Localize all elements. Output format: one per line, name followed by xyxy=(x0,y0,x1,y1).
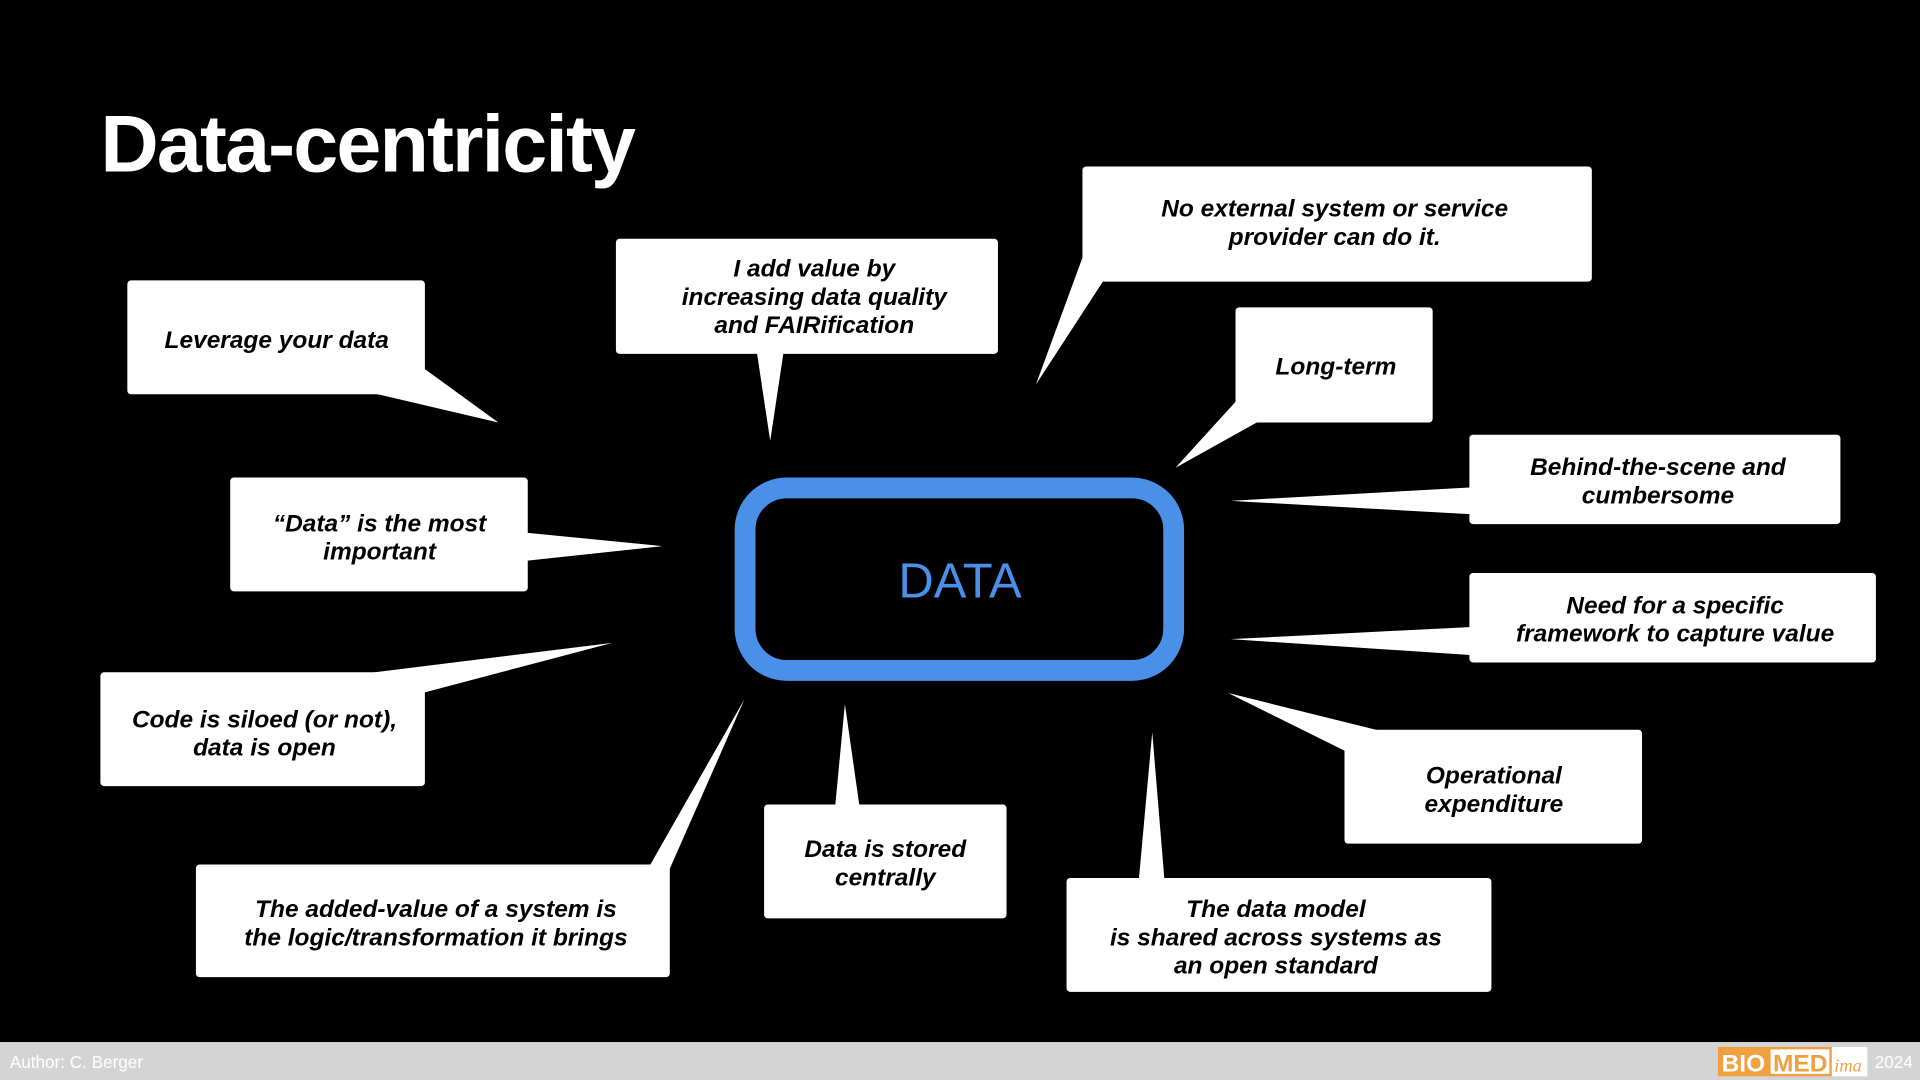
callout-shared-data-model: The data model is shared across systems … xyxy=(1066,732,1492,992)
callout-box xyxy=(1344,729,1643,844)
callout-text: The data model xyxy=(1186,896,1367,923)
callout-text: Data is stored xyxy=(804,836,967,863)
callout-tail xyxy=(1138,732,1165,881)
callout-behind-the-scene: Behind-the-scene and cumbersome xyxy=(1230,434,1841,525)
callout-text: No external system or service xyxy=(1161,196,1508,223)
callout-box xyxy=(764,804,1007,919)
slide-title: Data-centricity xyxy=(100,99,636,189)
callout-text: Behind-the-scene and xyxy=(1530,454,1787,481)
callout-data-most-important: “Data” is the most important xyxy=(230,477,663,592)
callout-tail xyxy=(525,532,663,561)
callout-box xyxy=(1066,877,1492,992)
callout-code-siloed: Code is siloed (or not), data is open xyxy=(100,642,613,787)
callout-box xyxy=(127,280,425,395)
callout-text: framework to capture value xyxy=(1516,621,1834,648)
callout-tail xyxy=(1035,251,1105,385)
callout-text: an open standard xyxy=(1174,952,1379,979)
callout-tail xyxy=(1230,487,1472,515)
callout-leverage-your-data: Leverage your data xyxy=(127,280,499,423)
footer-author: Author: C. Berger xyxy=(10,1052,144,1072)
callout-text: is shared across systems as xyxy=(1110,924,1442,951)
logo-med-bg xyxy=(1770,1049,1830,1074)
callout-box xyxy=(1469,434,1841,525)
logo-white-block xyxy=(1831,1046,1868,1077)
data-hub-frame xyxy=(734,477,1185,681)
footer-year: 2024 xyxy=(1875,1052,1914,1072)
callout-box xyxy=(195,864,670,978)
callout-text: cumbersome xyxy=(1582,482,1734,509)
callout-specific-framework: Need for a specific framework to capture… xyxy=(1230,573,1876,663)
callout-text: expenditure xyxy=(1425,791,1564,818)
callout-operational-expenditure: Operational expenditure xyxy=(1228,693,1643,844)
callout-text: the logic/transformation it brings xyxy=(244,924,627,951)
callout-long-term: Long-term xyxy=(1175,307,1433,468)
callout-text: Code is siloed (or not), xyxy=(132,706,397,733)
callout-tail xyxy=(756,351,784,441)
callout-text: Long-term xyxy=(1275,354,1396,381)
biomedima-logo: BIO MED ima xyxy=(1717,1046,1868,1077)
callout-tail xyxy=(648,699,745,875)
callout-box xyxy=(230,477,528,592)
callout-no-external-system: No external system or service provider c… xyxy=(1035,166,1592,385)
callout-box xyxy=(615,238,998,354)
callout-added-value-logic: The added-value of a system is the logic… xyxy=(195,699,745,978)
data-hub: DATA xyxy=(734,477,1185,681)
callout-text: increasing data quality xyxy=(682,284,949,311)
callout-text: Need for a specific xyxy=(1566,592,1784,619)
callout-text: centrally xyxy=(835,864,937,891)
logo-med: MED xyxy=(1773,1050,1827,1077)
callout-text: Operational xyxy=(1426,763,1563,790)
callout-tail xyxy=(835,704,860,807)
callout-box xyxy=(100,672,425,787)
callout-box xyxy=(1082,166,1592,282)
callout-text: and FAIRification xyxy=(714,312,914,339)
callout-stored-centrally: Data is stored centrally xyxy=(764,704,1007,919)
callout-text: “Data” is the most xyxy=(273,510,487,537)
callout-box xyxy=(1235,307,1433,423)
callout-add-value: I add value by increasing data quality a… xyxy=(615,238,998,441)
callout-text: data is open xyxy=(193,735,336,762)
callout-text: important xyxy=(323,539,437,566)
callout-text: The added-value of a system is xyxy=(255,896,617,923)
callout-tail xyxy=(1230,626,1472,656)
logo-bio: BIO xyxy=(1722,1050,1766,1077)
callout-text: Leverage your data xyxy=(165,327,389,354)
callout-text: I add value by xyxy=(733,256,896,283)
footer-bar xyxy=(0,1042,1920,1080)
callout-box xyxy=(1469,573,1876,663)
data-hub-label: DATA xyxy=(898,555,1022,609)
footer: Author: C. Berger BIO MED ima 2024 xyxy=(0,1042,1920,1080)
logo-ima: ima xyxy=(1834,1055,1862,1075)
callout-text: provider can do it. xyxy=(1228,224,1441,251)
